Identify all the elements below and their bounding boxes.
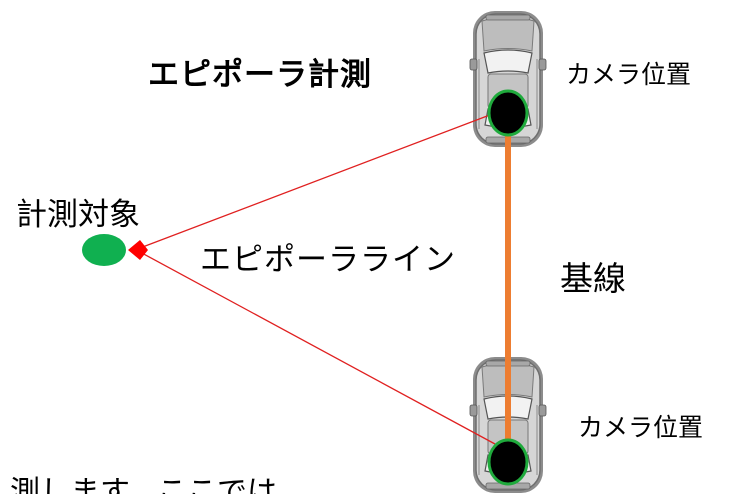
camera-top-label: カメラ位置 [566,60,692,89]
partial-bottom-text: 測します。ここでは [10,475,277,494]
epipolar-ray-bottom [139,251,496,445]
camera-bottom-center-icon [487,438,529,486]
target-label: 計測対象 [16,197,140,233]
measurement-target-icon [82,234,126,266]
baseline-label: 基線 [560,259,626,298]
epipolar-line-label: エピポーラライン [200,242,456,278]
camera-bottom-label: カメラ位置 [578,413,704,442]
camera-top-center-icon [487,89,529,137]
diagram-title: エピポーラ計測 [148,57,372,93]
epipolar-ray-top [139,112,496,249]
arrowhead-icon [128,240,148,260]
